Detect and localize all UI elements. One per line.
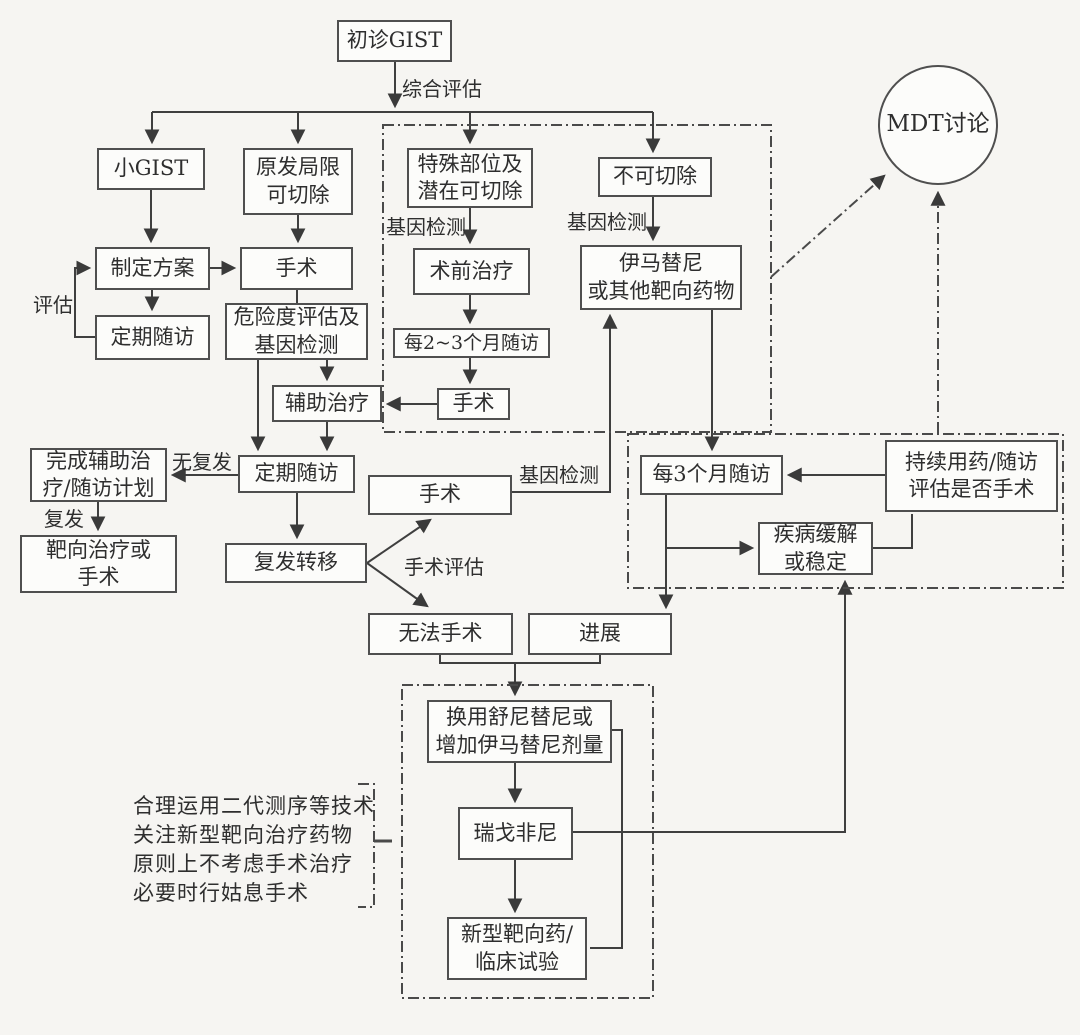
node-primary-localized: 原发局限 可切除 [243,148,353,215]
node-disease-remission: 疾病缓解 或稳定 [758,522,873,575]
edge-label-gene-test-special: 基因检测 [386,215,466,239]
node-targeted-or-surgery: 靶向治疗或 手术 [20,535,177,593]
node-make-plan: 制定方案 [95,247,210,290]
note-bracket [358,783,375,908]
node-new-targeted-drug: 新型靶向药/ 临床试验 [447,917,587,980]
dashed-region-medication [627,433,1064,589]
edge-label-no-recurrence: 无复发 [172,450,232,474]
node-followup-2-3-months: 每2~3个月随访 [393,328,550,358]
node-followup-3-months: 每3个月随访 [640,455,783,495]
note-principles: 合理运用二代测序等技术 关注新型靶向治疗药物 原则上不考虑手术治疗 必要时行姑息… [133,794,375,905]
edge-label-gene-test-unresectable: 基因检测 [567,210,647,234]
edge-label-surgery-eval: 手术评估 [404,555,484,579]
edge-switch-to-newdrug-feedback [590,729,623,949]
node-switch-sunitinib: 换用舒尼替尼或 增加伊马替尼剂量 [427,700,612,763]
solid-edges [74,62,913,949]
node-cannot-surgery: 无法手术 [368,613,513,655]
edge-label-eval: 评估 [33,293,73,317]
edge-recurrence-to-cannotsurgery [366,562,429,608]
edge-label-comprehensive-eval: 综合评估 [402,77,482,101]
node-regular-followup-mid: 定期随访 [238,455,355,493]
node-adjuvant-therapy: 辅助治疗 [272,385,382,422]
edge-surgeryrec-to-imatinib [512,313,618,493]
edge-middlebox-to-mdt [770,174,886,278]
edge-remission-to-continue [873,514,913,549]
edge-label-gene-test-surgery: 基因检测 [519,463,599,487]
dashdot-edges [358,124,1064,999]
node-progression: 进展 [528,613,672,655]
node-regular-followup-left: 定期随访 [95,315,210,360]
node-initial-gist: 初诊GIST [337,20,452,62]
edge-merge-bracket [439,655,601,664]
node-surgery-preop: 手术 [437,388,510,420]
node-surgery-primary: 手术 [240,247,353,290]
edge-recurrence-to-surgeryrec [366,518,432,564]
edge-regorafenib-to-remission [573,579,853,833]
node-imatinib: 伊马替尼 或其他靶向药物 [580,245,742,310]
edge-label-recurrence: 复发 [44,507,84,531]
node-small-gist: 小GIST [97,148,205,190]
node-continue-medication: 持续用药/随访 评估是否手术 [885,440,1058,512]
node-complete-adjuvant: 完成辅助治 疗/随访计划 [30,448,167,502]
node-surgery-recurrence: 手术 [368,475,512,515]
dashed-region-progression [401,684,654,999]
node-risk-assessment: 危险度评估及 基因检测 [225,303,368,360]
node-preop-treatment: 术前治疗 [413,248,530,295]
node-unresectable: 不可切除 [598,157,712,197]
edge-followup-loop-to-plan [74,260,95,338]
node-recurrence-metastasis: 复发转移 [225,543,367,583]
node-mdt-discussion: MDT讨论 [878,65,998,185]
dashed-region-neoadjuvant [382,124,772,433]
node-regorafenib: 瑞戈非尼 [458,807,573,860]
node-special-site: 特殊部位及 潜在可切除 [407,148,533,208]
